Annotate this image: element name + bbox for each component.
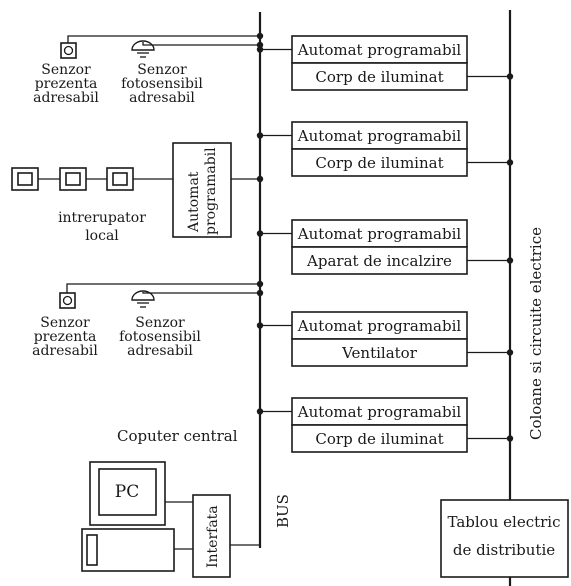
svg-text:adresabil: adresabil: [129, 90, 195, 106]
svg-text:adresabil: adresabil: [33, 90, 99, 106]
local-switch-2: [59, 167, 87, 191]
photo2-bus-wire: [142, 292, 260, 294]
bus-label: BUS: [274, 494, 292, 528]
device-box: [291, 62, 468, 91]
presence-sensor-1-label: Senzor prezenta adresabil: [33, 62, 99, 106]
device-box: [291, 424, 468, 453]
pc-tower: [81, 528, 175, 572]
automat-box: [291, 121, 468, 150]
svg-text:fotosensibil: fotosensibil: [119, 329, 201, 345]
panel-label-1: Tablou electric: [448, 513, 561, 531]
distribution-panel-box: [440, 499, 569, 578]
presence-sensor-2-label: Senzor prezenta adresabil: [32, 315, 98, 359]
device-label: Corp de iluminat: [315, 154, 443, 172]
pc-label: PC: [115, 482, 139, 502]
svg-text:fotosensibil: fotosensibil: [121, 76, 203, 92]
device-box: [291, 148, 468, 177]
photo1-bus-wire: [142, 42, 260, 46]
svg-text:intrerupator: intrerupator: [58, 210, 146, 226]
device-box: [291, 246, 468, 275]
interface-label: Interfata: [205, 505, 221, 568]
presence-sensor-2: [59, 292, 76, 309]
photo-sensor-2-label: Senzor fotosensibil adresabil: [119, 315, 201, 359]
device-label: Aparat de incalzire: [306, 252, 452, 270]
local-switch-3: [106, 167, 134, 191]
automat-left-label-2: programabil: [203, 147, 219, 235]
automat-left-label-1: Automat: [186, 171, 202, 233]
automat-label: Automat programabil: [297, 225, 462, 243]
svg-text:Senzor: Senzor: [137, 62, 187, 78]
bus-junctions: [256, 32, 264, 297]
device-label: Corp de iluminat: [315, 430, 443, 448]
panel-label-2: de distributie: [453, 541, 555, 559]
svg-text:prezenta: prezenta: [35, 76, 98, 92]
automat-label: Automat programabil: [297, 317, 462, 335]
local-switch-1: [11, 167, 39, 191]
svg-text:adresabil: adresabil: [127, 343, 193, 359]
pc-monitor: [89, 461, 166, 526]
automat-label: Automat programabil: [297, 403, 462, 421]
interface-box: [192, 494, 231, 578]
automat-box: [291, 311, 468, 340]
device-label: Ventilator: [341, 344, 418, 362]
svg-text:Senzor: Senzor: [135, 315, 185, 331]
automat-left-box: [172, 142, 232, 238]
svg-text:local: local: [85, 228, 119, 244]
local-switch-label: intrerupator local: [58, 210, 146, 244]
device-box: [291, 338, 468, 367]
sensor2-bus-wire: [66, 283, 260, 293]
automat-label: Automat programabil: [297, 41, 462, 59]
automat-box: [291, 219, 468, 248]
device-label: Corp de iluminat: [315, 68, 443, 86]
photo-sensor-1-label: Senzor fotosensibil adresabil: [121, 62, 203, 106]
automat-label: Automat programabil: [297, 127, 462, 145]
sensor1-bus-wire: [67, 35, 260, 43]
central-computer-label: Coputer central: [117, 427, 238, 445]
svg-text:prezenta: prezenta: [34, 329, 97, 345]
svg-text:adresabil: adresabil: [32, 343, 98, 359]
automat-box: [291, 35, 468, 64]
risers-label: Coloane si circuite electrice: [527, 227, 545, 440]
svg-text:Senzor: Senzor: [41, 62, 91, 78]
svg-text:Senzor: Senzor: [40, 315, 90, 331]
presence-sensor-1: [60, 42, 77, 59]
